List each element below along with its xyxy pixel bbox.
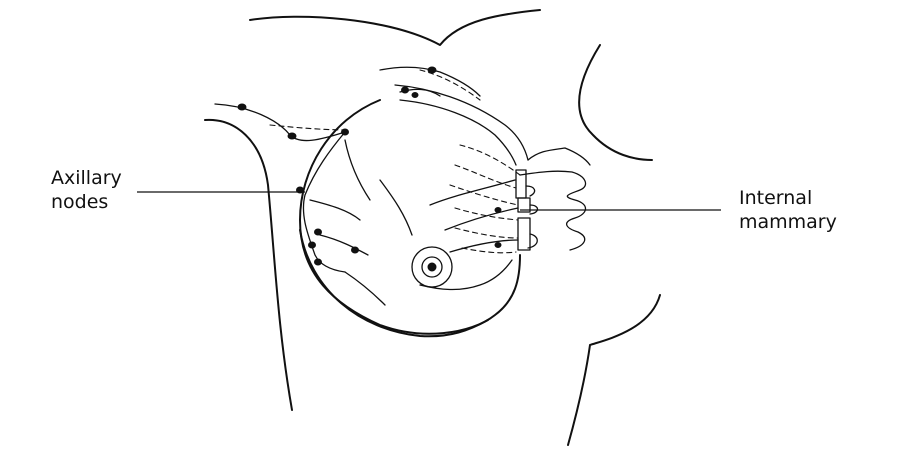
lymph-node bbox=[237, 103, 247, 111]
lymphatic-vessels bbox=[214, 66, 519, 306]
label-internal-line2: mammary bbox=[739, 211, 837, 233]
clavicle-lower bbox=[399, 99, 517, 166]
vessel-medial-1 bbox=[429, 179, 516, 206]
rib-stub-3 bbox=[527, 233, 538, 249]
lymph-node bbox=[314, 258, 322, 266]
ribs bbox=[515, 169, 587, 251]
rib-stub-2 bbox=[529, 204, 539, 215]
nipple bbox=[427, 262, 437, 272]
sternum-block-3 bbox=[517, 217, 531, 251]
lymph-node bbox=[341, 128, 349, 136]
rib-stub-1 bbox=[525, 185, 536, 197]
vessel-axillary-chain bbox=[302, 131, 346, 273]
lymph-node bbox=[411, 92, 419, 98]
sternum-edge bbox=[527, 147, 591, 166]
body-outline bbox=[204, 9, 661, 446]
intercostal-dashed bbox=[269, 69, 521, 254]
label-axillary-nodes: Axillary nodes bbox=[51, 166, 122, 214]
areola-inner bbox=[421, 256, 443, 278]
vessel-medial-2 bbox=[444, 207, 519, 231]
arm-outer-line bbox=[204, 118, 293, 411]
breast-lower-fold bbox=[299, 229, 489, 338]
lymph-node bbox=[494, 207, 502, 213]
shoulder-line bbox=[249, 9, 541, 46]
label-axillary-line1: Axillary bbox=[51, 167, 122, 189]
lymph-node bbox=[308, 241, 316, 249]
breast-outline bbox=[299, 99, 521, 335]
vessel-upper-chain bbox=[379, 66, 481, 97]
rib-line-1 bbox=[519, 170, 587, 251]
label-internal-mammary: Internal mammary bbox=[739, 186, 837, 234]
vessel-lower bbox=[419, 259, 513, 291]
areola-outer bbox=[411, 246, 453, 288]
vessel-lateral-2 bbox=[319, 234, 369, 256]
lymph-node bbox=[494, 242, 502, 248]
vessel-inner-2 bbox=[379, 179, 413, 236]
vessel-inner-1 bbox=[344, 139, 371, 201]
lymph-node bbox=[314, 228, 322, 236]
vessel-medial-3 bbox=[449, 239, 519, 253]
vessel-lateral-3 bbox=[344, 271, 386, 306]
label-axillary-line2: nodes bbox=[51, 191, 109, 213]
lymph-node bbox=[427, 66, 437, 74]
torso-right-line bbox=[578, 44, 653, 161]
torso-lower-right-line bbox=[567, 294, 661, 446]
vessel-lateral-1 bbox=[309, 199, 361, 221]
clavicle bbox=[394, 84, 591, 166]
label-internal-line1: Internal bbox=[739, 187, 813, 209]
lymph-node bbox=[287, 132, 297, 140]
vessel-axillary-main bbox=[214, 103, 346, 142]
lymph-node bbox=[351, 246, 359, 254]
lymph-node bbox=[401, 86, 409, 94]
nipple-areola bbox=[411, 246, 453, 288]
lymph-nodes bbox=[237, 66, 502, 266]
